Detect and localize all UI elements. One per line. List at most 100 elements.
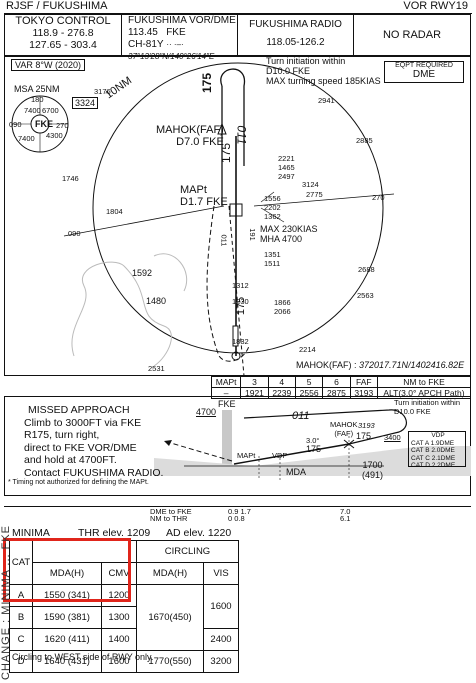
elev-1832: 1832 xyxy=(232,337,249,346)
elev-1312: 1312 xyxy=(232,281,249,290)
msa-label: MSA 25NM xyxy=(14,84,60,94)
profile-alt-4700: 4700 xyxy=(196,407,217,417)
profile-ground-1: 1700 xyxy=(362,460,383,470)
profile-mahok-name: MAHOK xyxy=(330,420,358,429)
elev-2202: 2202 xyxy=(264,203,281,212)
cat-c: C xyxy=(9,628,33,651)
profile-course-175a: 175 xyxy=(306,444,322,454)
tokyo-control-freq2: 127.65 - 303.4 xyxy=(29,39,97,51)
profile-ground-elev: 1700 (491) xyxy=(362,460,383,480)
mahok-name: MAHOK(FAF) xyxy=(156,124,224,136)
mahok-coord: MAHOK(FAF) : 372017.71N/1402416.82E xyxy=(296,360,464,370)
profile-fke: FKE xyxy=(218,399,236,409)
timing-note: * Timing not authorized for defining the… xyxy=(8,479,149,486)
vor-freq: 113.45 xyxy=(128,27,158,38)
elev-1746: 1746 xyxy=(62,174,79,183)
circling-header: CIRCLING xyxy=(136,540,239,563)
profile-glide-angle: 3.0° xyxy=(306,436,320,445)
cat-b: B xyxy=(9,606,33,629)
morse-icon: ·· ·–· xyxy=(166,40,184,49)
radial-090-line xyxy=(63,205,225,237)
mha: MHA 4700 xyxy=(260,234,303,244)
distance-cell: 4 xyxy=(267,376,296,388)
mahok-fix-label: MAHOK(FAF) D7.0 FKE xyxy=(156,124,224,148)
elev-1465: 1465 xyxy=(278,163,295,172)
missed-line-1: Climb to 3000FT via FKE xyxy=(24,416,142,429)
elev-2941: 2941 xyxy=(318,96,335,105)
vis-c: 2400 xyxy=(203,628,239,651)
fukushima-radio-box: FUKUSHIMA RADIO 118.05-126.2 xyxy=(237,14,354,56)
elev-2497: 2497 xyxy=(278,172,295,181)
missed-line-5: Contact FUKUSHIMA RADIO. xyxy=(24,466,164,479)
profile-course-175b: 175 xyxy=(356,431,372,441)
thr-values: 0 0.8 xyxy=(228,514,245,523)
ad-elevation: AD elev. 1220 xyxy=(166,527,232,539)
msa-val-4: 7400 xyxy=(18,134,35,143)
radar-box: NO RADAR xyxy=(353,14,471,56)
radial-270-line xyxy=(253,193,395,207)
circling-mda-header: MDA(H) xyxy=(136,562,204,585)
distance-cell: FAF xyxy=(349,376,378,388)
vdp-cat-b: CAT B 2.0DME xyxy=(411,447,455,454)
course-191-label: 191 xyxy=(247,228,257,241)
elev-3124: 3124 xyxy=(302,180,319,189)
missed-line-3: direct to FKE VOR/DME xyxy=(24,441,137,454)
thr-6-1: 6.1 xyxy=(340,514,351,523)
profile-course-011: 011 xyxy=(292,410,310,422)
thr-elevation: THR elev. 1209 xyxy=(78,527,151,539)
plan-view-drawing xyxy=(11,62,395,376)
vor-channel: CH-81Y xyxy=(128,39,164,50)
elev-2563: 2563 xyxy=(357,291,374,300)
inbound-course-label: 175 xyxy=(200,72,215,94)
header-divider xyxy=(4,13,472,14)
mda-b: 1590 (381) xyxy=(32,606,102,629)
mahok-coord-value: 372017.71N/1402416.82E xyxy=(359,360,465,370)
msa-val-3: 4300 xyxy=(46,131,63,140)
elev-2066: 2066 xyxy=(274,307,291,316)
vdp-box: VDP CAT A 1.9DME CAT B 2.0DME CAT C 2.1D… xyxy=(408,431,466,469)
ten-nm-ring xyxy=(92,62,384,354)
profile-ground-2: (491) xyxy=(362,470,384,480)
radial-090-label: 090 xyxy=(68,229,81,238)
vor-ident: FKE xyxy=(166,27,186,38)
elev-1592: 1592 xyxy=(132,268,153,278)
profile-alt-3400: 3400 xyxy=(384,433,401,442)
highlight-box xyxy=(3,538,131,602)
cat-header: CAT xyxy=(9,540,33,585)
minima-row-c: C 1620 (411) 1400 2400 xyxy=(9,628,239,651)
eqpt-required-box: EQPT REQUIRED DME xyxy=(384,61,464,83)
profile-mahok: MAHOK (FAF) xyxy=(330,420,358,438)
runway-icon xyxy=(232,325,239,347)
msa-bearing-180: 180 xyxy=(31,95,44,104)
msa-val-1: 7400 xyxy=(24,106,41,115)
speed-mha-note: MAX 230KIAS MHA 4700 xyxy=(260,224,318,244)
dme-to-fke-label: DME to FKE xyxy=(150,507,192,516)
missed-title: MISSED APPROACH xyxy=(28,404,130,416)
elev-2775: 2775 xyxy=(306,190,323,199)
radio-freq: 118.05-126.2 xyxy=(266,37,325,48)
vdp-cat-d: CAT D 2.2DME xyxy=(411,462,456,469)
elev-1804: 1804 xyxy=(106,207,123,216)
circling-mda-abc: 1670(450) xyxy=(136,584,204,651)
profile-alt-3193: 3193 xyxy=(358,421,375,430)
vis-d: 3200 xyxy=(203,650,239,673)
dme-7: 7.0 xyxy=(340,507,351,516)
profile-drawing xyxy=(154,409,471,480)
mda-c: 1620 (411) xyxy=(32,628,102,651)
minima-row-d: D 1640 (431) 1600 1770(550) 3200 xyxy=(9,650,239,673)
terrain-contour-2 xyxy=(153,253,188,292)
radio-title: FUKUSHIMA RADIO xyxy=(249,19,342,30)
msa-obstacle: 3324 xyxy=(72,97,99,109)
elev-1480: 1480 xyxy=(146,296,167,306)
distance-cell: 5 xyxy=(294,376,324,388)
elev-1362: 1362 xyxy=(264,212,281,221)
elev-3176: 3176 xyxy=(94,87,111,96)
chart-procedure-title: VOR RWY19 xyxy=(403,0,468,12)
profile-mda: MDA xyxy=(286,467,306,477)
msa-val-2: 6700 xyxy=(42,106,59,115)
distance-cell: MAPt xyxy=(210,376,242,388)
elev-2214: 2214 xyxy=(299,345,316,354)
cmv-c: 1400 xyxy=(101,628,137,651)
mapt-fix-label: MAPt D1.7 FKE xyxy=(180,184,228,208)
profile-mapt: MAPt xyxy=(237,451,256,460)
